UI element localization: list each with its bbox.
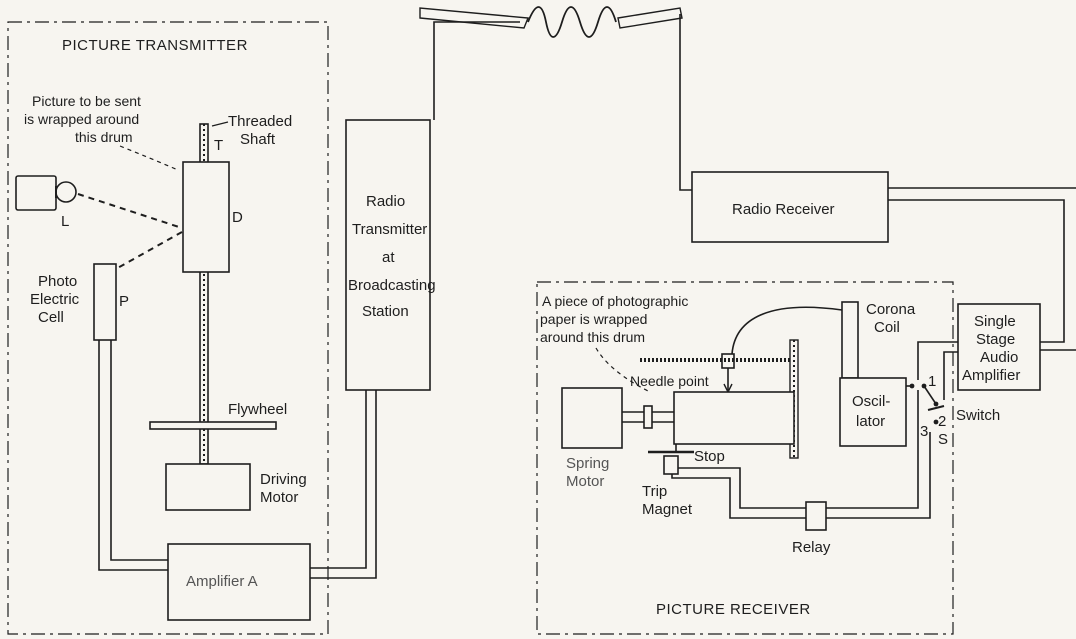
switch-terminal-2: 2: [938, 413, 946, 430]
picture-note-line-2: is wrapped around: [24, 111, 139, 127]
wire-radio-receiver-to-amplifier: [888, 187, 1076, 343]
paper-note-line-3: around this drum: [540, 329, 645, 345]
oscillator-label-line-1: Oscil-: [852, 393, 890, 410]
photo-cell-label-line-3: Cell: [38, 309, 64, 326]
relay: [805, 501, 827, 531]
photo-cell-label-line-1: Photo: [38, 273, 77, 290]
stop-label: Stop: [694, 448, 725, 465]
receiver-title: PICTURE RECEIVER: [656, 601, 811, 618]
radio-link-transmit-antenna: [419, 7, 529, 29]
corona-coil-label-line-2: Coil: [874, 319, 900, 336]
wire-amplifier-to-switch: [917, 341, 958, 400]
flywheel-label: Flywheel: [228, 401, 287, 418]
radio-link: [419, 6, 692, 191]
picture-receiver-section: PICTURE RECEIVER A piece of photographic…: [536, 281, 1000, 635]
transmitter-title: PICTURE TRANSMITTER: [62, 37, 248, 54]
switch-letter: S: [938, 431, 948, 448]
transmitter-frame: [7, 21, 329, 635]
radio-transmitter-label-line-4: Broadcasting: [348, 277, 436, 294]
spring-motor-label-line-1: Spring: [566, 455, 609, 472]
picture-note-line-3: this drum: [75, 129, 133, 145]
switch-terminal-1: 1: [928, 373, 936, 390]
paper-note-line-2: paper is wrapped: [540, 311, 647, 327]
shaft-letter: T: [214, 137, 223, 154]
radio-transmitter-label-line-3: at: [382, 249, 395, 266]
receiver-drum: [673, 391, 795, 445]
driving-motor-label-line-2: Motor: [260, 489, 298, 506]
wire-amplifier-to-radio-transmitter: [310, 390, 377, 579]
corona-coil: [841, 301, 859, 379]
photo-electric-cell: [93, 263, 117, 341]
amplifier-a-label: Amplifier A: [186, 573, 258, 590]
audio-amplifier-label-line-4: Amplifier: [962, 367, 1020, 384]
radio-link-receive-antenna: [617, 7, 683, 29]
single-stage-audio-amplifier: [957, 303, 1041, 391]
relay-label: Relay: [792, 539, 831, 556]
amplifier-a: [167, 543, 311, 621]
switch: [906, 383, 945, 425]
spring-motor: [561, 387, 623, 449]
picture-note-line-1: Picture to be sent: [32, 93, 141, 109]
lamp-letter: L: [61, 213, 69, 230]
clutch: [643, 405, 653, 429]
lamp-housing: [15, 175, 57, 211]
wire-trip-magnet-to-relay: [671, 467, 806, 519]
audio-amplifier-label-line-2: Stage: [976, 331, 1015, 348]
oscillator-label-line-2: lator: [856, 413, 885, 430]
picture-transmitter-section: PICTURE TRANSMITTER Picture to be sent i…: [7, 21, 329, 635]
audio-amplifier-label-line-1: Single: [974, 313, 1016, 330]
radio-transmitter-label-line-5: Station: [362, 303, 409, 320]
threaded-shaft-label-line-1: Threaded: [228, 113, 292, 130]
audio-amplifier-label-line-3: Audio: [980, 349, 1018, 366]
light-path-lamp-to-drum: [77, 193, 183, 229]
driving-motor-label-line-1: Driving: [260, 471, 307, 488]
picture-note-arrow: [119, 145, 179, 171]
wire-relay-to-switch: [826, 390, 931, 519]
wire-corona-to-needle: [731, 306, 843, 355]
corona-coil-label-line-1: Corona: [866, 301, 916, 318]
photo-cell-label-line-2: Electric: [30, 291, 80, 308]
wire-cell-to-amplifier: [98, 340, 168, 571]
trip-magnet-label-line-1: Trip: [642, 483, 667, 500]
switch-terminal-3: 3: [920, 423, 928, 440]
lamp-bulb-icon: [55, 181, 77, 203]
switch-label: Switch: [956, 407, 1000, 424]
radio-transmitter-label-line-1: Radio: [366, 193, 405, 210]
paper-note-line-1: A piece of photographic: [542, 293, 688, 309]
transmitter-drum: [182, 161, 230, 273]
trip-magnet: [663, 455, 679, 475]
radio-receiver: [691, 171, 889, 243]
radio-transmitter: [345, 119, 431, 391]
radio-receiver-label: Radio Receiver: [732, 201, 835, 218]
oscillator: [839, 377, 907, 447]
receiver-frame: [536, 281, 954, 635]
spring-motor-label-line-2: Motor: [566, 473, 604, 490]
driving-motor: [165, 463, 251, 511]
radio-wave-icon: [527, 6, 617, 38]
flywheel: [149, 421, 277, 430]
drum-letter: D: [232, 209, 243, 226]
radio-transmitter-label-line-2: Transmitter: [352, 221, 427, 238]
trip-magnet-label-line-2: Magnet: [642, 501, 693, 518]
photo-cell-letter: P: [119, 293, 129, 310]
threaded-shaft-label-line-2: Shaft: [240, 131, 276, 148]
light-path-drum-to-cell: [113, 231, 183, 271]
lamp: [15, 175, 77, 211]
threaded-shaft-arrow: [211, 121, 229, 127]
needle-point-label: Needle point: [630, 373, 709, 389]
switch-blade: [927, 405, 945, 411]
